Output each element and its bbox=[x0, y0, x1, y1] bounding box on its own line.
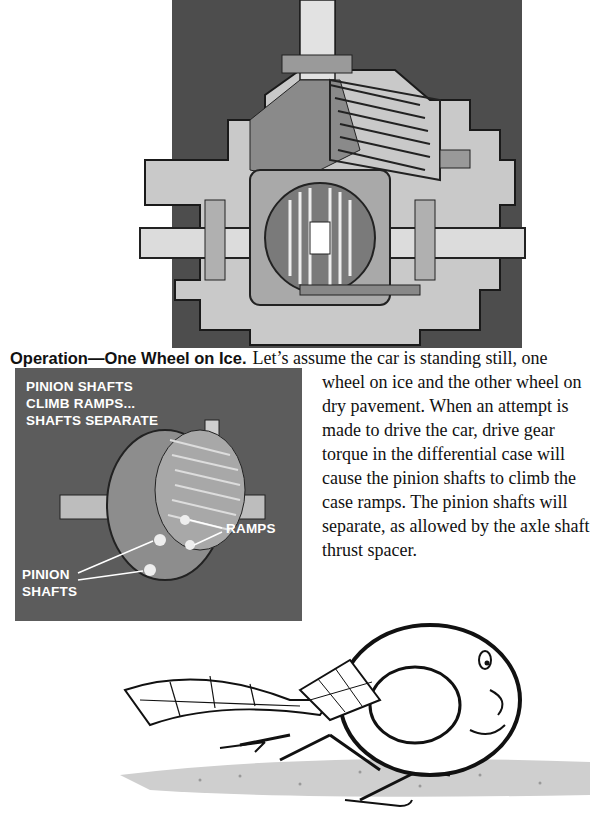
photo-caption: PINION SHAFTS CLIMB RAMPS... SHAFTS SEPA… bbox=[26, 378, 166, 429]
skating-tire-cartoon bbox=[120, 625, 590, 806]
heading: Operation—One Wheel on Ice. bbox=[10, 349, 247, 367]
part-label: RAMPS bbox=[226, 520, 296, 537]
differential-cutaway bbox=[140, 0, 525, 345]
leader-lines bbox=[78, 520, 222, 580]
body-text: Let’s assume the car is standing still, … bbox=[253, 348, 590, 560]
photo-ground bbox=[15, 368, 302, 621]
part-label: PINION SHAFTS bbox=[22, 566, 82, 600]
differential-photo bbox=[60, 420, 265, 580]
